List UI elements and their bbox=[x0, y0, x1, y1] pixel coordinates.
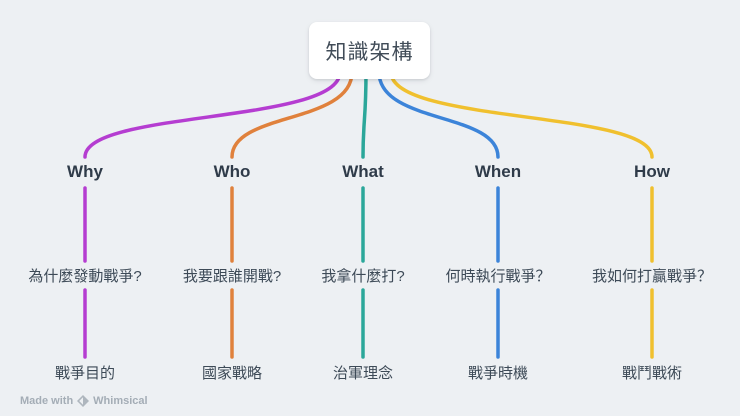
whimsical-diamond-icon bbox=[77, 395, 90, 407]
question-node-why[interactable]: 為什麼發動戰爭? bbox=[28, 268, 142, 285]
branch-column-who: Who 我要跟誰開戰? 國家戰略 bbox=[147, 0, 317, 416]
branch-column-what: What 我拿什麼打? 治軍理念 bbox=[278, 0, 448, 416]
branch-column-why: Why 為什麼發動戰爭? 戰爭目的 bbox=[0, 0, 170, 416]
branch-column-when: When 何時執行戰爭？ 戰爭時機 bbox=[413, 0, 583, 416]
branch-label-who[interactable]: Who bbox=[213, 162, 251, 181]
root-node-label: 知識架構 bbox=[325, 40, 414, 64]
watermark-prefix: Made with bbox=[20, 395, 74, 407]
leaf-node-who[interactable]: 國家戰略 bbox=[201, 365, 262, 382]
connector-when bbox=[377, 70, 500, 159]
leaf-node-why[interactable]: 戰爭目的 bbox=[54, 365, 115, 382]
whimsical-watermark[interactable]: Made with Whimsical bbox=[20, 394, 148, 408]
branch-column-how: How 我如何打贏戰爭？ 戰鬥戰術 bbox=[567, 0, 737, 416]
root-node[interactable]: 知識架構 bbox=[309, 22, 430, 79]
question-node-who[interactable]: 我要跟誰開戰? bbox=[182, 268, 282, 285]
question-node-when[interactable]: 何時執行戰爭？ bbox=[445, 268, 551, 285]
branch-label-what[interactable]: What bbox=[342, 162, 384, 181]
leaf-node-how[interactable]: 戰鬥戰術 bbox=[621, 365, 682, 382]
leaf-node-what[interactable]: 治軍理念 bbox=[332, 365, 393, 382]
question-node-how[interactable]: 我如何打贏戰爭？ bbox=[591, 268, 712, 285]
branch-label-why[interactable]: Why bbox=[67, 162, 103, 181]
watermark-brand: Whimsical bbox=[93, 395, 148, 407]
connector-how bbox=[389, 70, 654, 159]
branch-label-when[interactable]: When bbox=[474, 162, 522, 181]
branch-label-how[interactable]: How bbox=[634, 162, 670, 181]
question-node-what[interactable]: 我拿什麼打? bbox=[321, 268, 405, 285]
connector-what bbox=[361, 70, 368, 159]
connector-who bbox=[230, 70, 354, 159]
leaf-node-when[interactable]: 戰爭時機 bbox=[467, 365, 528, 382]
connector-why bbox=[83, 70, 342, 159]
